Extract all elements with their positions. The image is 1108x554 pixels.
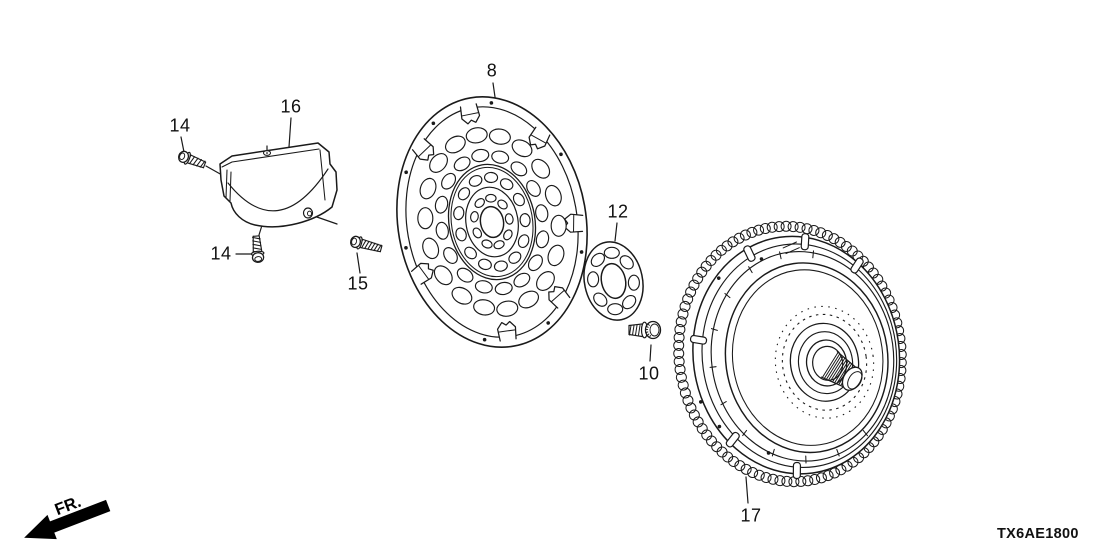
callout-drive-plate-8: 8	[486, 60, 498, 81]
torque-converter	[673, 220, 907, 488]
bolt-15	[350, 235, 383, 253]
callout-torque-converter-17: 17	[740, 505, 762, 526]
fr-direction-arrow: FR.	[24, 493, 111, 540]
plate-tabs	[410, 103, 584, 342]
fr-arrow-icon	[24, 499, 111, 540]
spline-shaft	[820, 351, 863, 391]
drive-plate	[396, 96, 588, 348]
callout-cover-16: 16	[280, 96, 302, 117]
callout-bolt-14-upper: 14	[169, 115, 191, 136]
callout-bolt-14-lower: 14	[210, 243, 232, 264]
callout-washer-12: 12	[607, 201, 629, 222]
diagram-part-code: TX6AE1800	[997, 526, 1079, 542]
callout-bolt-10: 10	[638, 363, 660, 384]
bolt-14-lower	[250, 235, 265, 263]
weld-lugs	[689, 233, 864, 480]
callout-bolt-15: 15	[347, 273, 369, 294]
converter-hub	[774, 305, 875, 419]
bolt-10	[628, 320, 662, 340]
converter-cover	[219, 142, 338, 228]
bolt-14-upper	[177, 150, 207, 169]
converter-washer	[583, 241, 644, 321]
leader-lines	[180, 82, 749, 504]
